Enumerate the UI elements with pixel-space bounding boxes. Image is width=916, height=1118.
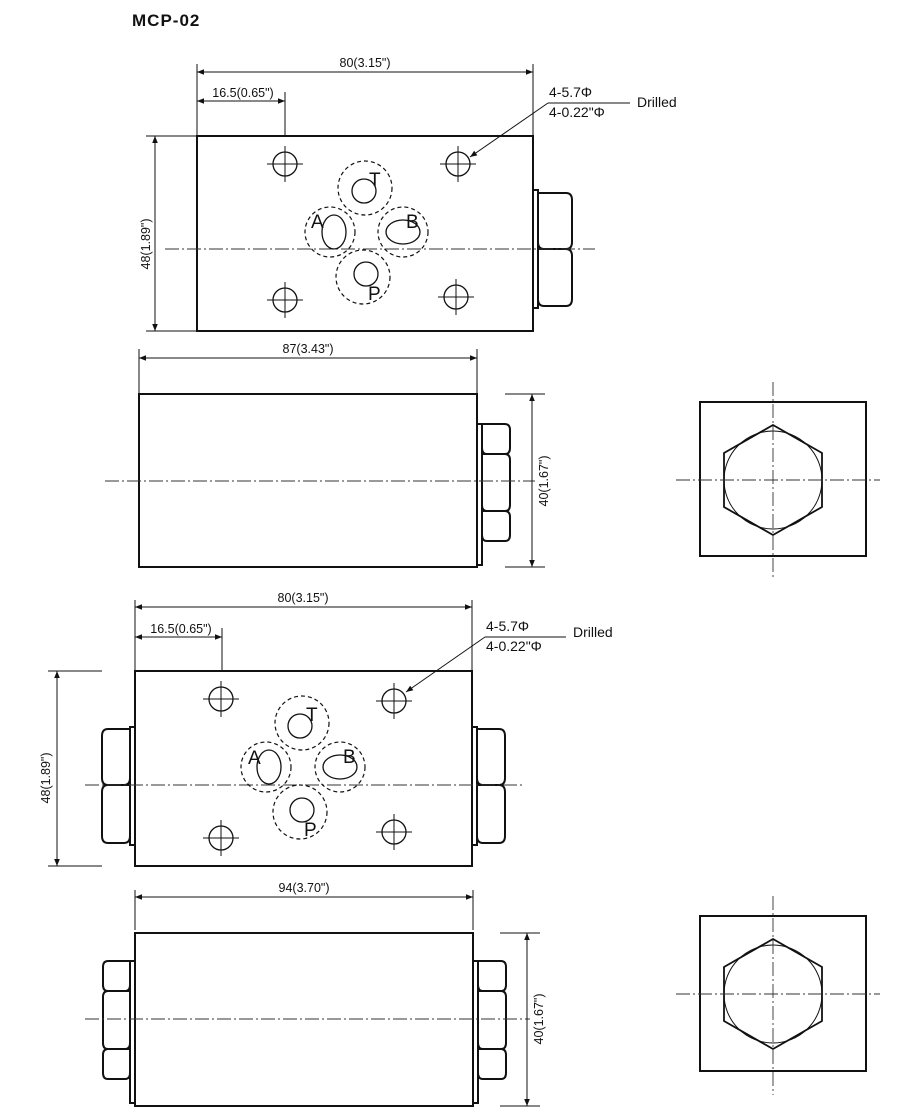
height-dim-label: 48(1.89") — [39, 753, 53, 804]
offset-dim-label: 16.5(0.65") — [150, 622, 211, 636]
top-view-1: 80(3.15") 16.5(0.65") 48(1.89") — [139, 56, 677, 332]
svg-text:B: B — [406, 212, 419, 233]
offset-dim-label: 16.5(0.65") — [212, 86, 273, 100]
length-dim-label: 94(3.70") — [279, 881, 330, 895]
mounting-hole — [440, 146, 476, 182]
svg-text:T: T — [306, 705, 318, 726]
port-a: A — [304, 206, 356, 258]
port-p: P — [272, 784, 328, 841]
svg-text:B: B — [343, 747, 356, 768]
side-view-2: 94(3.70") 40(1.67") — [85, 881, 546, 1107]
width-dim-label: 80(3.15") — [340, 56, 391, 70]
model-title: MCP-02 — [132, 11, 200, 30]
svg-text:P: P — [304, 820, 317, 841]
hole-note: Drilled — [573, 624, 613, 640]
end-view-2 — [676, 896, 880, 1095]
side-view-1: 87(3.43") 40(1.67") — [105, 342, 551, 568]
port-t: T — [274, 695, 330, 751]
hole-spec-bottom: 4-0.22"Φ — [486, 638, 542, 654]
hex-nut — [481, 423, 511, 455]
mounting-hole — [438, 279, 474, 315]
svg-text:P: P — [368, 284, 381, 305]
valve-body — [196, 135, 534, 332]
port-b: B — [377, 206, 429, 258]
mounting-hole — [203, 820, 239, 856]
height-dim-label: 40(1.67") — [532, 994, 546, 1045]
valve-body — [134, 932, 474, 1107]
svg-text:A: A — [248, 748, 261, 769]
hole-spec-top: 4-5.7Φ — [486, 618, 529, 634]
mounting-hole — [203, 681, 239, 717]
end-view-1 — [676, 382, 880, 578]
hex-nut — [102, 960, 131, 992]
hole-spec-bottom: 4-0.22"Φ — [549, 104, 605, 120]
top-view-2: 80(3.15") 16.5(0.65") 48(1.89") — [39, 591, 613, 867]
valve-body — [138, 393, 478, 568]
svg-text:A: A — [311, 212, 324, 233]
mounting-hole — [267, 282, 303, 318]
mounting-hole — [376, 683, 412, 719]
mounting-hole — [267, 146, 303, 182]
height-dim-label: 40(1.67") — [537, 456, 551, 507]
hex-nut — [101, 728, 131, 786]
length-dim-label: 87(3.43") — [283, 342, 334, 356]
svg-text:T: T — [369, 170, 381, 191]
hex-nut — [477, 960, 507, 992]
width-dim-label: 80(3.15") — [278, 591, 329, 605]
port-b: B — [314, 741, 366, 793]
port-p: P — [335, 249, 391, 305]
mounting-hole — [376, 814, 412, 850]
hex-nut — [537, 192, 573, 250]
height-dim-label: 48(1.89") — [139, 219, 153, 270]
hole-note: Drilled — [637, 94, 677, 110]
hole-spec-top: 4-5.7Φ — [549, 84, 592, 100]
port-t: T — [337, 160, 393, 216]
port-a: A — [240, 741, 292, 793]
hex-nut — [476, 728, 506, 786]
